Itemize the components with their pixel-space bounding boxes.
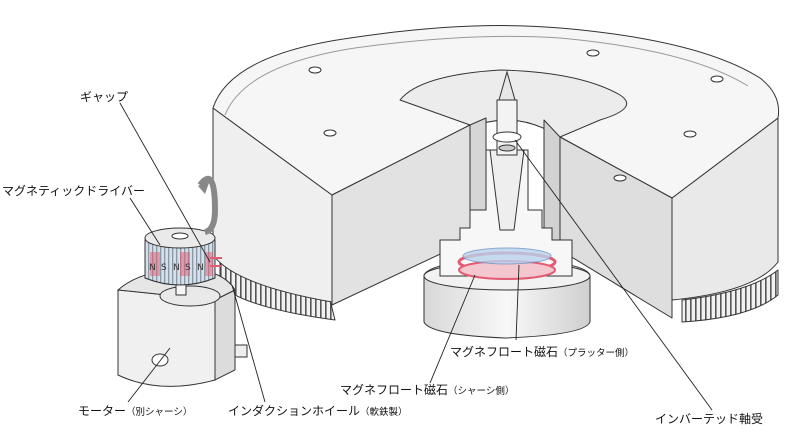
label-float-magnet-platter-text: マグネフロート磁石 xyxy=(450,345,559,359)
leader-lines xyxy=(119,102,713,411)
label-motor-note: （別シャーシ） xyxy=(126,407,193,418)
leader-gap xyxy=(119,102,211,263)
leader-magnetic-driver xyxy=(129,197,161,246)
label-motor: モーター（別シャーシ） xyxy=(78,404,192,420)
leader-inverted-bearing xyxy=(514,139,713,411)
magnet-pole-1: S xyxy=(161,263,167,273)
leader-motor xyxy=(127,347,171,403)
label-motor-text: モーター xyxy=(78,404,127,418)
label-induction-wheel-note: （軟鉄製） xyxy=(360,407,408,418)
label-inverted-bearing-text: インバーテッド軸受 xyxy=(655,412,764,426)
label-float-magnet-platter: マグネフロート磁石（プラッター側） xyxy=(450,345,634,361)
motor-assembly xyxy=(116,176,248,387)
label-gap-text: ギャップ xyxy=(80,90,129,104)
magnet-pole-2: N xyxy=(173,263,180,273)
magnet-pole-4: N xyxy=(197,263,204,273)
label-magnetic-driver: マグネティックドライバー xyxy=(2,184,145,198)
induction-wheel-right xyxy=(681,269,779,323)
label-float-magnet-chassis-text: マグネフロート磁石 xyxy=(340,383,449,397)
magnet-pole-0: N xyxy=(149,263,156,273)
label-gap: ギャップ xyxy=(80,90,128,104)
leader-float-magnet-platter xyxy=(515,264,520,341)
label-float-magnet-chassis: マグネフロート磁石（シャーシ側） xyxy=(340,383,514,399)
leader-float-magnet-chassis xyxy=(429,274,476,384)
chassis-base xyxy=(423,70,591,339)
label-float-magnet-platter-note: （プラッター側） xyxy=(558,348,635,359)
leader-induction-wheel xyxy=(231,284,266,403)
magnet-pole-3: S xyxy=(185,263,191,273)
label-inverted-bearing: インバーテッド軸受 xyxy=(655,412,763,426)
label-induction-wheel: インダクションホイール（軟鉄製） xyxy=(228,404,408,420)
label-float-magnet-chassis-note: （シャーシ側） xyxy=(448,386,515,397)
label-induction-wheel-text: インダクションホイール xyxy=(228,404,361,418)
label-magnetic-driver-text: マグネティックドライバー xyxy=(2,184,146,198)
